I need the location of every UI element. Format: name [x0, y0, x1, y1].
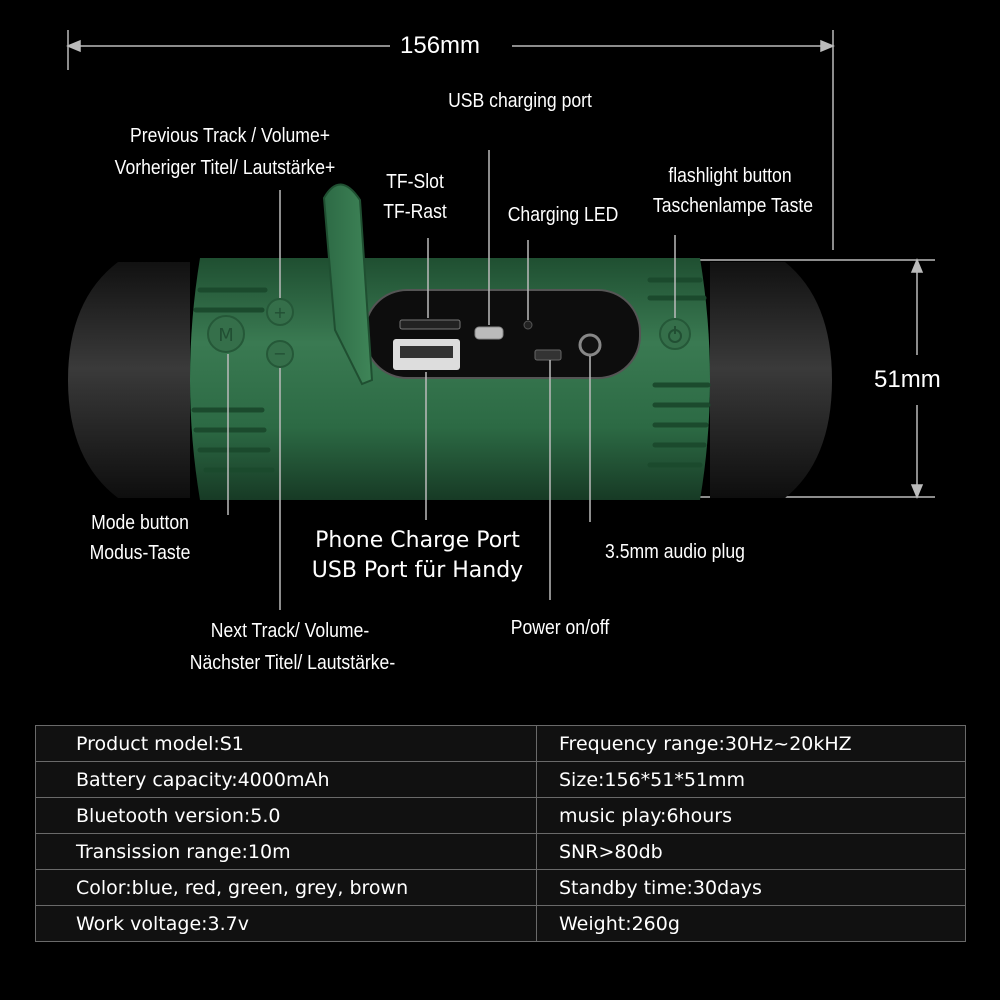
table-row: Bluetooth version:5.0 music play:6hours [35, 797, 966, 834]
table-row: Transission range:10m SNR>80db [35, 833, 966, 870]
table-row: Work voltage:3.7v Weight:260g [35, 905, 966, 942]
mode-button-label: Mode button [91, 512, 189, 534]
charging-led-label: Charging LED [507, 204, 619, 226]
flashlight-button-label: flashlight button [668, 165, 792, 187]
phone-charge-port-label: Phone Charge Port [315, 528, 520, 553]
spec-cell: Product model:S1 [35, 725, 537, 762]
leader-lines [227, 150, 676, 610]
power-switch [534, 349, 562, 361]
left-ribs [191, 287, 275, 473]
spec-cell: Transission range:10m [35, 833, 537, 870]
flashlight-button-label-de: Taschenlampe Taste [652, 195, 814, 217]
tf-slot-label-de: TF-Rast [383, 201, 447, 223]
charging-led-dot [523, 320, 533, 330]
svg-text:+: + [273, 303, 286, 322]
spec-cell: Standby time:30days [536, 869, 966, 906]
right-ribs [647, 277, 711, 468]
tf-card-slot [399, 319, 461, 330]
right-end-cap [710, 262, 832, 498]
speaker-diagram: M + − [66, 30, 935, 610]
spec-cell: Work voltage:3.7v [35, 905, 537, 942]
port-cover-flap [322, 183, 374, 386]
table-row: Product model:S1 Frequency range:30Hz~20… [35, 725, 966, 762]
width-dimension-line [66, 30, 835, 250]
spec-cell: Battery capacity:4000mAh [35, 761, 537, 798]
height-dimension-line [700, 258, 935, 499]
left-end-cap [68, 262, 190, 498]
svg-text:M: M [218, 325, 234, 346]
length-dimension-label: 156mm [394, 32, 487, 60]
spec-cell: music play:6hours [536, 797, 966, 834]
audio-plug-label: 3.5mm audio plug [605, 541, 745, 563]
previous-track-label-de: Vorheriger Titel/ Lautstärke+ [114, 157, 336, 179]
tf-slot-label: TF-Slot [386, 171, 444, 193]
svg-text:−: − [273, 344, 286, 363]
spec-cell: Color:blue, red, green, grey, brown [35, 869, 537, 906]
spec-cell: Frequency range:30Hz~20kHZ [536, 725, 966, 762]
spec-cell: Size:156*51*51mm [536, 761, 966, 798]
table-row: Battery capacity:4000mAh Size:156*51*51m… [35, 761, 966, 798]
spec-cell: SNR>80db [536, 833, 966, 870]
next-track-label-de: Nächster Titel/ Lautstärke- [189, 652, 396, 674]
volume-minus-button-icon: − [266, 340, 294, 368]
power-switch-label: Power on/off [510, 617, 610, 639]
height-dimension-label: 51mm [868, 366, 947, 394]
next-track-label: Next Track/ Volume- [210, 620, 370, 642]
micro-usb-port [474, 326, 504, 340]
mode-button-label-de: Modus-Taste [89, 542, 191, 564]
spec-cell: Bluetooth version:5.0 [35, 797, 537, 834]
phone-charge-port-label-de: USB Port für Handy [311, 558, 524, 583]
specifications-table: Product model:S1 Frequency range:30Hz~20… [35, 725, 966, 942]
mode-button-icon: M [207, 315, 245, 353]
aux-audio-jack [578, 333, 602, 357]
flashlight-button-icon [659, 318, 691, 350]
table-row: Color:blue, red, green, grey, brown Stan… [35, 869, 966, 906]
usb-charging-port-label: USB charging port [448, 90, 592, 112]
volume-plus-button-icon: + [266, 298, 294, 326]
spec-cell: Weight:260g [536, 905, 966, 942]
previous-track-label: Previous Track / Volume+ [129, 125, 331, 147]
